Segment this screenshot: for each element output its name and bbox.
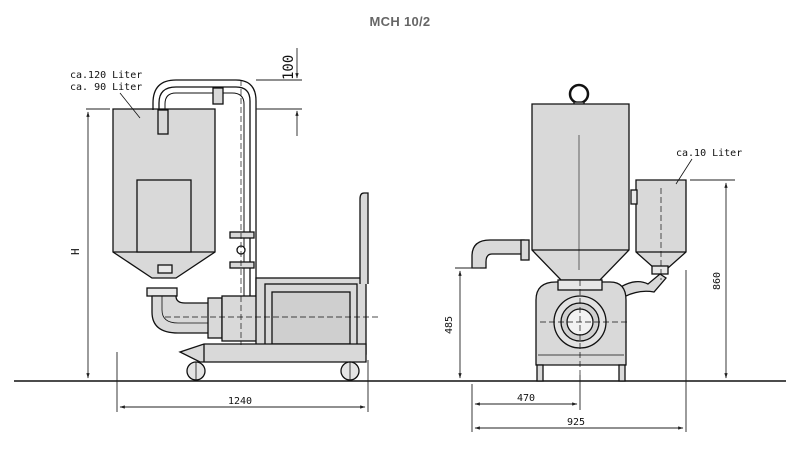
label-capacity-90: ca. 90 Liter: [70, 82, 142, 93]
side-push-handle: [359, 192, 369, 284]
front-suction-loop: [568, 83, 590, 105]
dim-inlet-height-485: 485: [444, 316, 455, 334]
side-hopper-window: [136, 179, 192, 253]
side-trolley-frame: [178, 343, 367, 363]
dim-width-925: 925: [567, 417, 585, 428]
label-capacity-10: ca.10 Liter: [676, 148, 742, 159]
dim-half-width-470: 470: [517, 393, 535, 404]
side-control-panel: [271, 291, 351, 345]
side-blower-flange: [207, 297, 223, 339]
drawing-title: MCH 10/2: [369, 14, 431, 29]
label-height-H: H: [69, 248, 82, 255]
front-foot-right: [618, 364, 626, 382]
side-view: [112, 79, 369, 381]
side-dimensions: [86, 48, 369, 412]
dim-length-1240: 1240: [228, 396, 252, 407]
side-elbow-pipe: [151, 295, 216, 334]
dim-pipe-offset-100: 100: [281, 55, 297, 80]
dim-overall-height-860: 860: [712, 272, 723, 290]
front-view: [471, 83, 687, 382]
label-capacity-120: ca.120 Liter: [70, 70, 142, 81]
front-foot-left: [536, 364, 544, 382]
front-inlet-elbow: [471, 239, 525, 269]
front-dimensions: [455, 179, 735, 432]
front-main-hopper: [531, 103, 630, 281]
